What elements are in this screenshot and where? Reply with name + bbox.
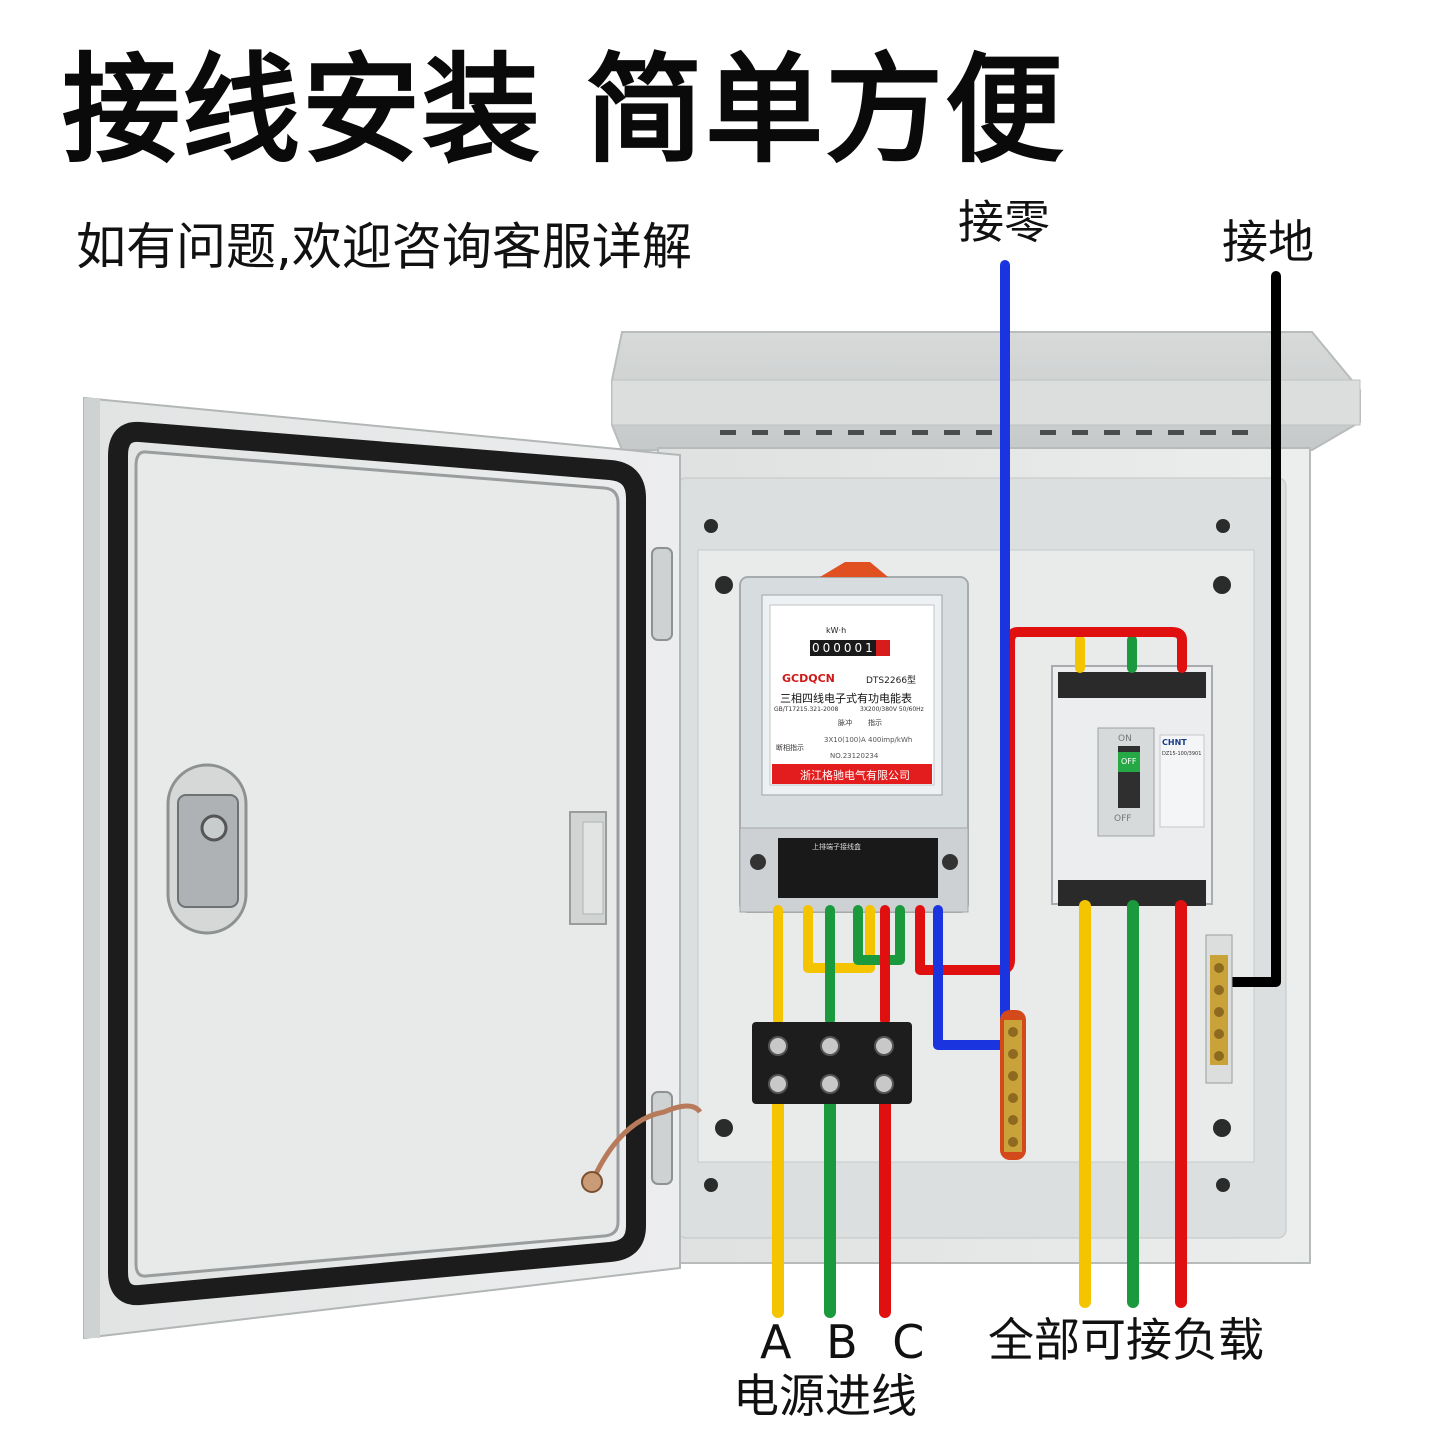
meter-phase-fail: 断相指示	[776, 744, 804, 752]
breaker-brand: CHNT	[1162, 738, 1187, 747]
terminal-block-icon	[752, 1022, 912, 1104]
breaker-off-label: OFF	[1114, 814, 1132, 824]
meter-rating: 3X200/380V 50/60Hz	[860, 706, 924, 713]
door-latch-icon[interactable]	[166, 763, 248, 935]
wiring	[772, 260, 1281, 1318]
breaker-model: DZ15-100/3901	[1162, 751, 1202, 757]
neutral-bar-icon	[1000, 1010, 1026, 1160]
circuit-breaker	[1051, 665, 1213, 906]
meter-brand: GCDQCN	[782, 672, 835, 685]
meter-indicator: 指示	[868, 719, 882, 727]
headline: 接线安装 简单方便	[62, 41, 1066, 179]
label-phases: A B C	[760, 1315, 935, 1369]
ground-bar-icon	[1205, 934, 1233, 1084]
breaker-handle[interactable]: OFF	[1121, 757, 1137, 766]
meter-serial: NO.23120234	[830, 752, 879, 760]
meter-maker: 浙江格驰电气有限公司	[800, 769, 910, 782]
meter-model: DTS2266型	[866, 676, 917, 686]
meter-reading: 000001	[812, 641, 876, 655]
meter-unit: kW·h	[826, 626, 847, 635]
meter-current: 3X10(100)A 400imp/kWh	[824, 736, 913, 744]
door-handle-icon[interactable]	[569, 811, 607, 925]
breaker-on-label: ON	[1118, 734, 1132, 744]
subline: 如有问题,欢迎咨询客服详解	[76, 218, 692, 276]
screw-icon	[704, 519, 1231, 1192]
cabinet-door[interactable]	[83, 396, 703, 1340]
door-ground-strap	[589, 1103, 703, 1184]
meter-cover-text: 上排端子接线盒	[812, 843, 861, 851]
meter-standard: GB/T17215.321-2008	[774, 706, 839, 713]
meter-name: 三相四线电子式有功电能表	[780, 692, 912, 705]
label-load: 全部可接负载	[988, 1313, 1264, 1367]
meter-pulse: 脉冲	[838, 719, 852, 727]
label-incoming: 电源进线	[733, 1369, 917, 1423]
cabinet-roof	[611, 331, 1361, 451]
ground-wire	[1217, 271, 1281, 987]
label-neutral: 接零	[958, 195, 1050, 249]
label-ground: 接地	[1222, 215, 1314, 269]
